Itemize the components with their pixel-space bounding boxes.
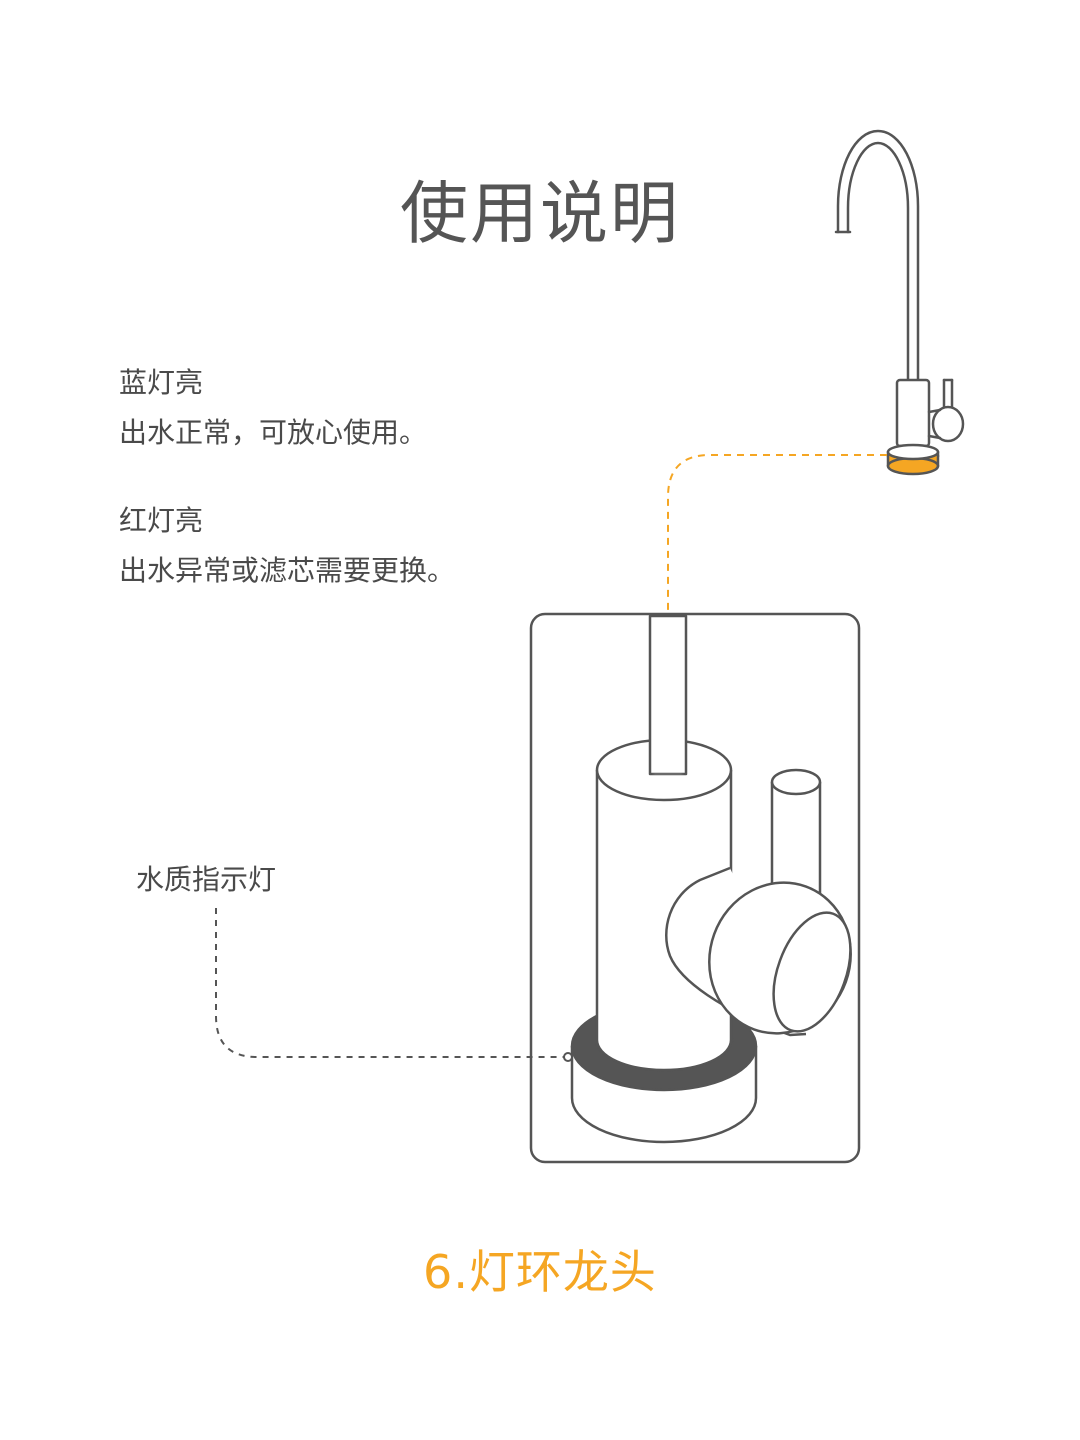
red-light-description: 出水异常或滤芯需要更换。 bbox=[119, 554, 456, 587]
connector-line-orange bbox=[667, 454, 887, 613]
blue-light-heading: 蓝灯亮 bbox=[119, 366, 204, 399]
faucet-detail-icon bbox=[570, 614, 852, 1144]
detail-frame bbox=[529, 612, 861, 1164]
blue-light-description: 出水正常，可放心使用。 bbox=[119, 416, 428, 449]
connector-line-gray bbox=[215, 908, 566, 1058]
page-title: 使用说明 bbox=[399, 174, 680, 254]
blue-light-info: 蓝灯亮 出水正常，可放心使用。 bbox=[119, 358, 427, 458]
red-light-info: 红灯亮 出水异常或滤芯需要更换。 bbox=[119, 496, 455, 596]
figure-caption: 6.灯环龙头 bbox=[423, 1245, 657, 1299]
indicator-light-label: 水质指示灯 bbox=[136, 863, 277, 896]
small-faucet-icon bbox=[834, 129, 965, 476]
red-light-heading: 红灯亮 bbox=[119, 504, 204, 537]
